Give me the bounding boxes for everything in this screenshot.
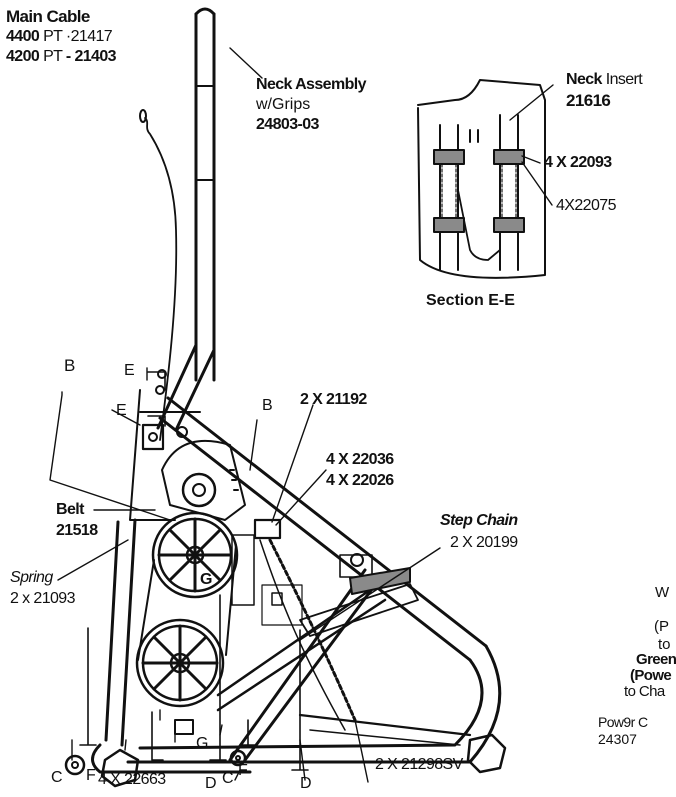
step-chain-part: 2 X 20199	[450, 534, 518, 551]
neck-insert-bold: Neck	[566, 71, 602, 88]
front-foot	[64, 748, 140, 788]
section-view-label: Section E-E	[426, 292, 515, 309]
marker-b-left: B	[64, 356, 76, 375]
main-cable	[139, 109, 178, 441]
belt-name: Belt	[56, 501, 84, 518]
screw-b-label: 4 X 22026	[326, 472, 394, 489]
right-cut-to: to	[658, 636, 671, 653]
marker-f-left: F	[86, 767, 96, 784]
insert-nut-label: 4X22075	[556, 197, 616, 214]
main-frame	[91, 389, 502, 774]
step-arm	[216, 553, 387, 767]
main-cable-part-4400: 4400 PT ·21417	[6, 28, 113, 46]
spring-part: 2 x 21093	[10, 590, 75, 607]
marker-d-right: D	[300, 775, 312, 792]
marker-d-left: D	[205, 775, 217, 792]
right-cut-powe: (Powe	[630, 667, 672, 684]
screw-a-label: 4 X 22036	[326, 451, 394, 468]
neck-assembly-grips: w/Grips	[256, 96, 311, 113]
right-cut-to-cha: to Cha	[624, 683, 665, 700]
leader-lines	[49, 47, 554, 783]
neck-post	[156, 7, 216, 432]
marker-c-left: C	[51, 769, 63, 786]
section-view	[417, 79, 546, 279]
insert-bolt-label: 4 X 22093	[544, 154, 612, 171]
neck-assembly-title: Neck Assembly	[256, 76, 367, 93]
section-markers	[79, 371, 309, 771]
main-cable-part-4200: 4200 PT - 21403	[6, 48, 117, 66]
main-cable-title: Main Cable	[6, 7, 90, 26]
step-chain-name: Step Chain	[440, 512, 518, 529]
marker-g-lower: G	[196, 735, 209, 752]
right-cut-pow9r: Pow9r C	[598, 714, 648, 730]
right-cut-p: (P	[654, 618, 669, 635]
bolt-top-label: 2 X 21192	[300, 391, 367, 408]
bolt-bottom-label: 4 X 22663	[98, 771, 166, 788]
marker-e-lower: E	[116, 402, 127, 419]
lower-flywheel	[135, 618, 225, 708]
main-cable-model-4400: 4400	[6, 28, 40, 45]
step-pedal	[299, 567, 419, 637]
right-cut-w: W	[655, 584, 670, 601]
drive-housing	[161, 439, 246, 521]
rear-foot	[466, 733, 507, 774]
main-cable-part-4400-number: PT ·21417	[43, 28, 113, 45]
belt-part: 21518	[56, 522, 98, 539]
main-cable-model-4200: 4200	[6, 48, 40, 65]
neck-insert-rest: Insert	[605, 71, 643, 88]
neck-assembly-part: 24803-03	[256, 116, 319, 133]
right-cut-part: 24307	[598, 731, 637, 747]
neck-insert-part: 21616	[566, 91, 611, 110]
neck-insert-title: Neck Insert	[566, 71, 643, 89]
marker-g-upper: G	[200, 571, 213, 588]
main-cable-pt: PT	[43, 48, 63, 65]
step-chain	[253, 518, 357, 731]
neck-bracket	[141, 369, 188, 451]
marker-e-upper: E	[124, 362, 135, 379]
main-cable-part-4200-number: - 21403	[65, 48, 117, 65]
marker-b-right: B	[262, 397, 273, 414]
right-cut-green: Green	[636, 651, 676, 668]
chain-guide-label: 2 X 21298SV	[375, 756, 463, 773]
marker-f-right: F	[238, 762, 248, 779]
marker-c-right: C	[222, 770, 234, 787]
spring-name: Spring	[10, 569, 53, 586]
upper-flywheel	[151, 511, 239, 599]
